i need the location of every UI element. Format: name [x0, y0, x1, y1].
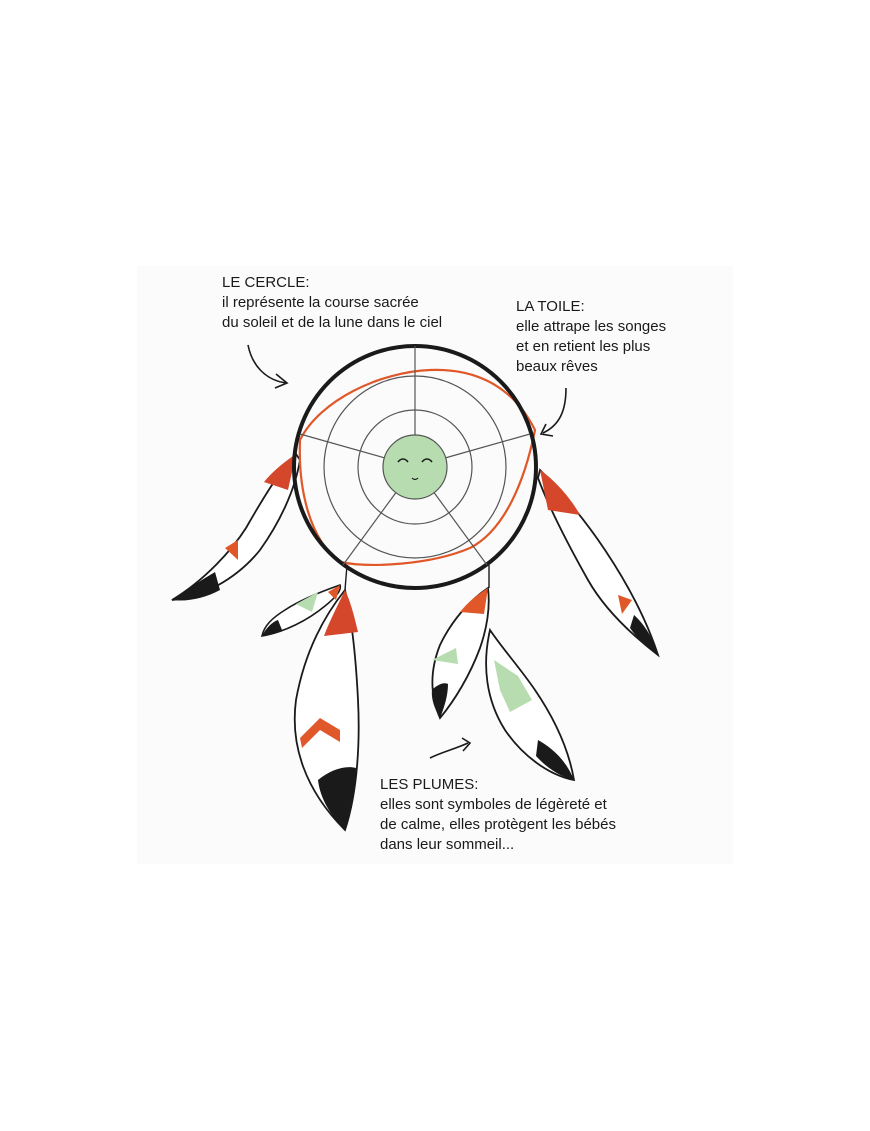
annotation-cercle-line: du soleil et de la lune dans le ciel	[222, 314, 443, 331]
annotation-plumes-line: dans leur sommeil...	[380, 836, 515, 853]
arrow-cercle-icon	[247, 344, 287, 384]
arrow-toile-head-icon	[539, 423, 554, 437]
annotation-toile-title: LA TOILE:	[516, 298, 585, 315]
feather-left-small	[260, 583, 342, 637]
arrow-toile-icon	[542, 387, 567, 434]
moon-right-eye-icon	[421, 458, 433, 463]
annotation-cercle: LE CERCLE: il représente la course sacré…	[222, 273, 442, 333]
feather-right-middle	[431, 586, 490, 720]
annotation-plumes-title: LES PLUMES:	[380, 776, 479, 793]
feather-left-long	[293, 587, 360, 832]
feather-right-long	[485, 627, 576, 782]
annotation-cercle-line: il représente la course sacrée	[222, 294, 419, 311]
annotation-toile-line: et en retient les plus	[516, 338, 651, 355]
moon-mouth-icon	[411, 477, 419, 481]
moon-left-eye-icon	[397, 458, 409, 463]
annotation-toile-line: beaux rêves	[516, 358, 598, 375]
web-spokes	[299, 346, 531, 566]
arrow-cercle-head-icon	[274, 373, 289, 389]
annotation-plumes-line: de calme, elles protègent les bébés	[380, 816, 616, 833]
annotation-toile: LA TOILE: elle attrape les songes et en …	[516, 297, 666, 377]
arrow-plumes-head-icon	[461, 737, 472, 752]
annotation-plumes-line: elles sont symboles de légèreté et	[380, 796, 607, 813]
arrow-plumes-icon	[429, 742, 469, 759]
moon-face	[382, 434, 448, 500]
annotation-toile-line: elle attrape les songes	[516, 318, 667, 335]
feather-left-outer	[171, 452, 301, 601]
annotation-cercle-title: LE CERCLE:	[222, 274, 310, 291]
annotation-plumes: LES PLUMES: elles sont symboles de légèr…	[380, 775, 616, 855]
feather-right-outer	[537, 468, 660, 658]
